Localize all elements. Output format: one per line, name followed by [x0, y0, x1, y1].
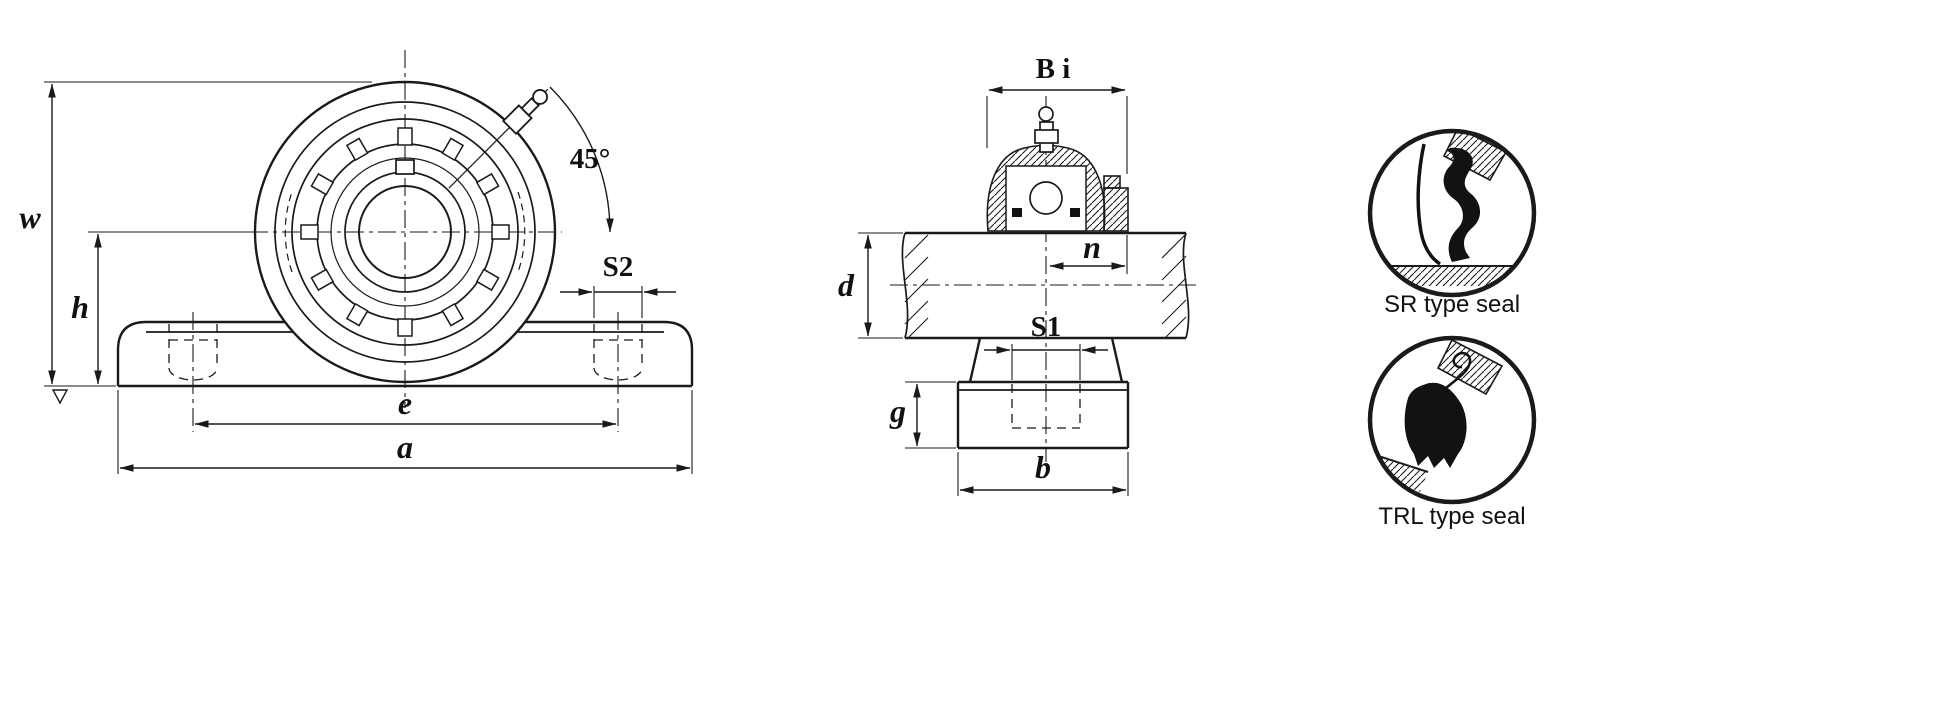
- housing-outer-circle: [253, 80, 557, 384]
- dim-w: w: [19, 81, 372, 405]
- keyway-notch: [395, 159, 415, 175]
- inner-ring-section: [1005, 165, 1087, 232]
- locknut-section: [1103, 187, 1129, 232]
- dim-label-a: a: [397, 429, 413, 465]
- angle-label: 45°: [570, 143, 611, 175]
- sr-seal-lip: [1443, 147, 1481, 262]
- lockwasher-section: [1103, 175, 1121, 189]
- shaft-hatch-left: [904, 234, 929, 339]
- dim-label-s2: S2: [603, 251, 634, 283]
- seal-groove-arc-right: [517, 191, 526, 273]
- side-view: B i n d S1 g: [838, 53, 1198, 496]
- dim-label-bi: B i: [1036, 53, 1071, 85]
- sr-seal-label: SR type seal: [1384, 291, 1520, 318]
- dim-s1: S1: [984, 311, 1108, 380]
- dim-bi: B i: [986, 53, 1128, 174]
- base: [116, 320, 694, 388]
- trl-detail-circle: [1367, 335, 1537, 505]
- dim-label-h: h: [71, 289, 89, 325]
- seal-groove-arc-left: [284, 191, 293, 273]
- sr-seal-flinger: [1416, 143, 1442, 266]
- dim-label-w: w: [19, 199, 41, 235]
- bearing-section: [986, 96, 1129, 462]
- dim-d: d: [838, 232, 903, 339]
- dim-g: g: [889, 381, 956, 449]
- dim-h: h: [71, 231, 252, 385]
- ball-element: [1029, 181, 1063, 215]
- trl-seal-label: TRL type seal: [1378, 503, 1525, 530]
- seal-detail-trl: TRL type seal: [1367, 335, 1537, 530]
- dim-b: b: [957, 449, 1129, 496]
- shaft-break-right: [1182, 232, 1190, 339]
- trl-seal-spring: [1445, 351, 1472, 389]
- seal-detail-sr: SR type seal: [1367, 128, 1537, 318]
- dim-label-b: b: [1035, 449, 1051, 485]
- angle-annotation: 45°: [549, 86, 614, 233]
- dim-s2: S2: [560, 251, 676, 318]
- trl-seal-lip: [1404, 382, 1467, 468]
- locknut-teeth: [300, 127, 510, 337]
- dim-label-d: d: [838, 267, 855, 303]
- seal-section-left: [1012, 208, 1022, 217]
- pedestal-base: [956, 337, 1130, 450]
- dim-label-s1: S1: [1031, 311, 1062, 343]
- sr-detail-circle: [1367, 128, 1537, 298]
- grease-fitting: [448, 88, 549, 189]
- sr-seal-section: [1370, 131, 1534, 286]
- seal-section-right: [1070, 208, 1080, 217]
- dim-e: e: [194, 385, 617, 428]
- dim-n: n: [1049, 229, 1128, 274]
- shaft-hatch-right: [1161, 233, 1187, 339]
- shaft-break-left: [901, 232, 909, 339]
- grease-fitting-ball: [1038, 106, 1054, 122]
- front-view: 45° w h S2 e: [19, 50, 694, 474]
- shaft-bore-circle: [358, 185, 452, 279]
- dim-a: a: [117, 390, 693, 474]
- dim-label-g: g: [889, 393, 906, 429]
- dim-label-e: e: [398, 385, 412, 421]
- grease-fitting-hex: [1034, 129, 1059, 144]
- dim-label-n: n: [1083, 229, 1101, 265]
- datum-triangle: [51, 389, 69, 405]
- trl-seal-section: [1370, 338, 1504, 492]
- bolt-slots: [168, 312, 643, 432]
